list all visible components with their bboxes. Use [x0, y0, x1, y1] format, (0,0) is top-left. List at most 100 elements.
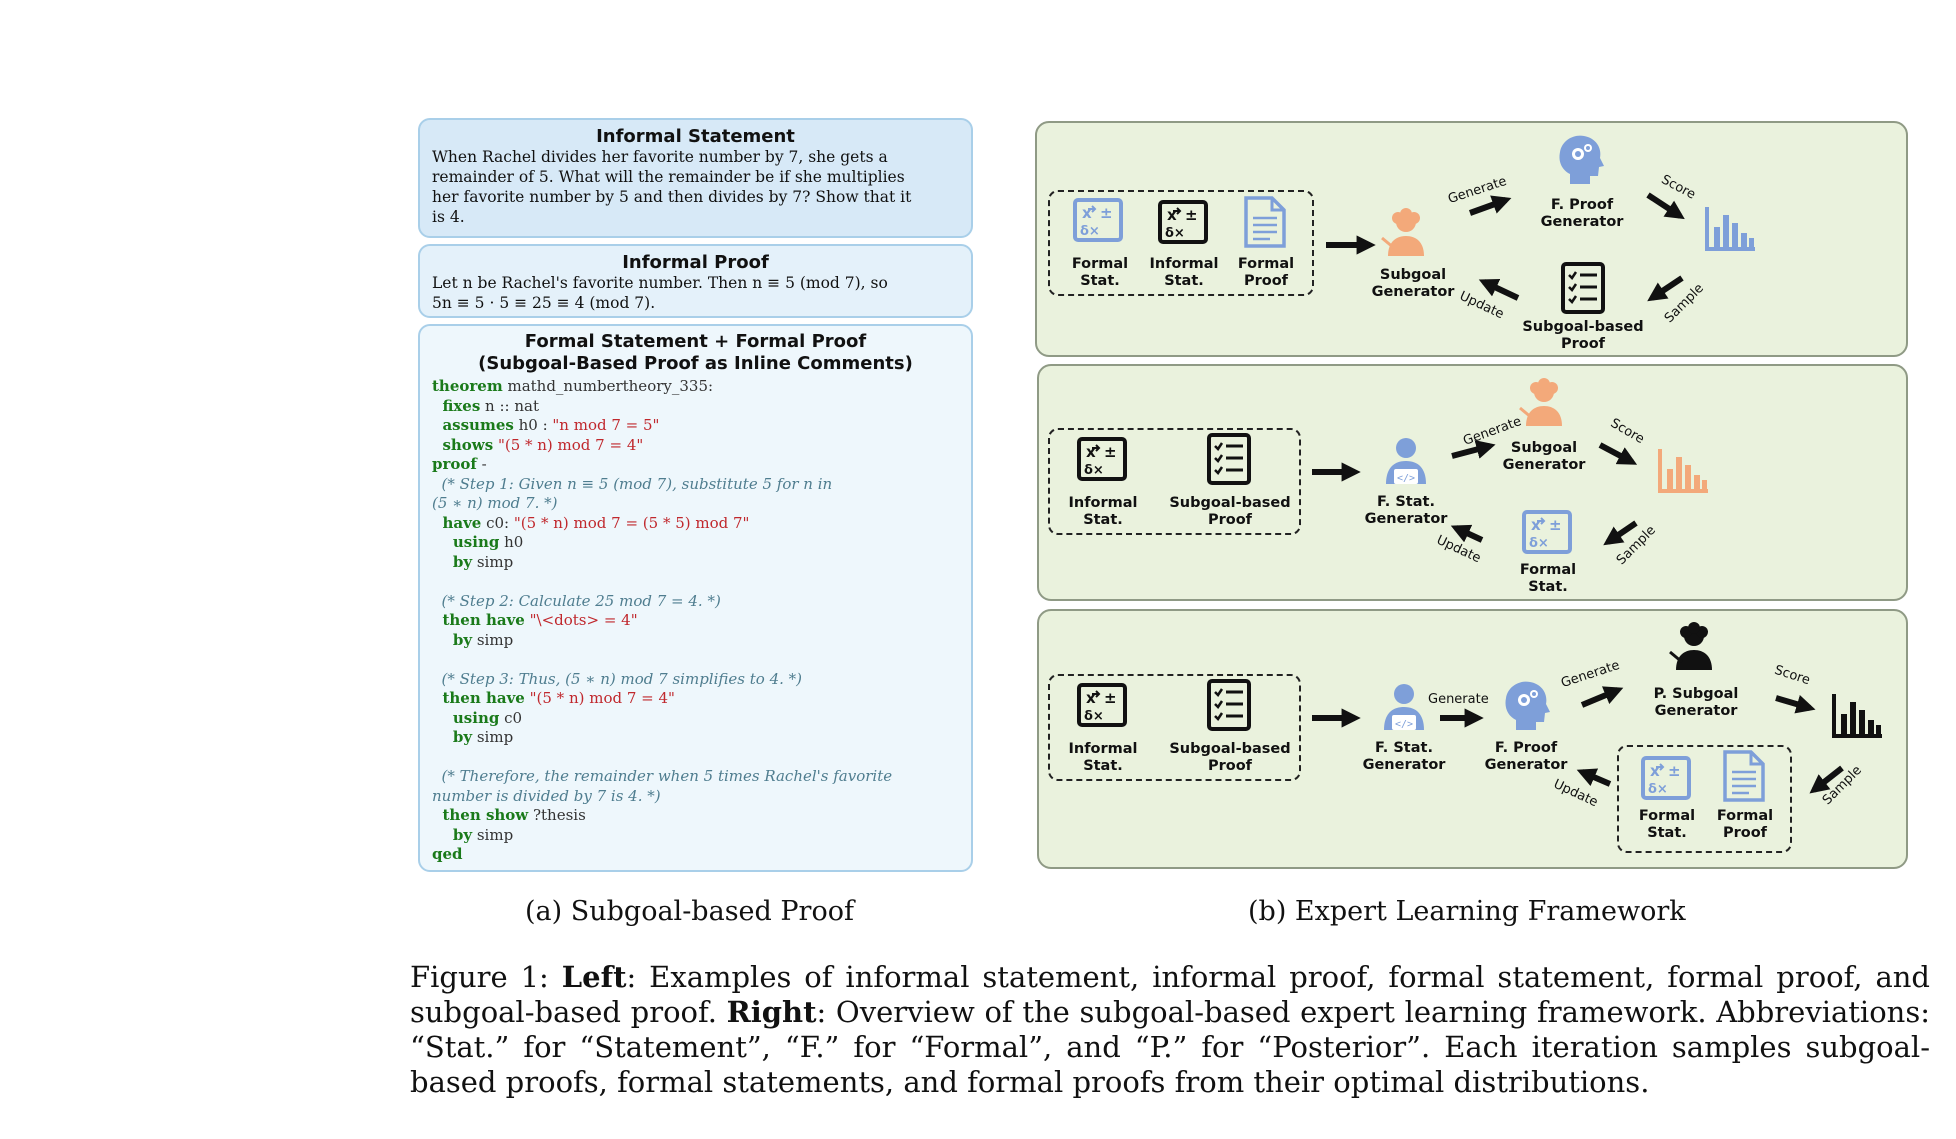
generate-label: Generate — [1428, 692, 1489, 707]
informal-statement-title: Informal Statement — [596, 126, 795, 147]
code-keyword: by — [432, 728, 473, 746]
subgoal-generator-label: Subgoal Generator — [1502, 440, 1586, 473]
informal-statement-line: her favorite number by 5 and then divide… — [432, 188, 912, 206]
code-line: (* Step 1: Given n ≡ 5 (mod 7), substitu… — [420, 475, 971, 495]
subcaption-a: (a) Subgoal-based Proof — [525, 896, 854, 927]
code-line: then have "(5 * n) mod 7 = 4" — [420, 689, 971, 709]
arrow — [1451, 440, 1496, 459]
code-line: then show ?thesis — [420, 806, 971, 826]
code-text: mathd_numbertheory_335: — [502, 377, 714, 395]
code-line: theorem mathd_numbertheory_335: — [420, 377, 971, 397]
arrow — [1450, 524, 1484, 543]
figure-left-text: : Examples of informal statement, inform… — [410, 960, 1930, 1029]
code-text: h0 — [499, 533, 524, 551]
code-line: by simp — [420, 826, 971, 846]
figure-label: Figure 1: — [410, 960, 562, 994]
code-keyword: by — [432, 630, 473, 649]
code-keyword: shows — [432, 435, 494, 454]
code-comment: (* Step 1: Given n ≡ 5 (mod 7), substitu… — [432, 474, 833, 493]
code-keyword: by — [432, 552, 473, 571]
code-keyword: fixes — [432, 396, 481, 415]
code-keyword: by — [432, 825, 473, 844]
code-line: using h0 — [420, 533, 971, 553]
figure-caption: Figure 1: Left: Examples of informal sta… — [410, 960, 1930, 1100]
inputs-group-3 — [1048, 674, 1301, 781]
formal-stat-label: Formal Stat. — [1638, 808, 1696, 841]
inputs-group-1 — [1048, 190, 1314, 296]
code-comment: (5 ∗ n) mod 7. *) — [432, 494, 558, 512]
informal-stat-label: Informal Stat. — [1068, 495, 1138, 528]
formal-stat-label: Formal Stat. — [1071, 256, 1129, 289]
code-line: fixes n :: nat — [420, 397, 971, 417]
outputs-group-3 — [1617, 745, 1792, 853]
code-text: simp — [472, 825, 514, 844]
inputs-group-2 — [1048, 428, 1301, 535]
arrow — [1647, 275, 1684, 302]
code-text: c0 — [499, 708, 523, 727]
fproof-generator-label: F. Proof Generator — [1484, 740, 1568, 773]
code-line: number is divided by 7 is 4. *) — [420, 787, 971, 807]
informal-proof-box: Informal Proof Let n be Rachel's favorit… — [418, 244, 973, 318]
code-string: "\<dots> = 4" — [524, 611, 638, 629]
code-line: using c0 — [420, 709, 971, 729]
informal-proof-title: Informal Proof — [622, 252, 769, 273]
code-line: (* Step 3: Thus, (5 ∗ n) mod 7 simplifie… — [420, 670, 971, 690]
code-string: "(5 * n) mod 7 = 4" — [493, 435, 644, 454]
code-comment: number is divided by 7 is 4. *) — [432, 786, 661, 805]
fstat-generator-label: F. Stat. Generator — [1364, 494, 1448, 527]
code-keyword: using — [432, 708, 500, 727]
informal-statement-line: is 4. — [432, 208, 465, 226]
code-line: proof - — [420, 455, 971, 475]
code-text: simp — [472, 728, 514, 746]
informal-statement-line: remainder of 5. What will the remainder … — [432, 168, 905, 186]
code-keyword: then have — [432, 689, 525, 707]
code-line: by simp — [420, 553, 971, 573]
subgoal-proof-label: Subgoal-based Proof — [1169, 741, 1291, 774]
informal-statement-box: Informal Statement When Rachel divides h… — [418, 118, 973, 238]
code-text: c0: — [481, 513, 514, 532]
psubgoal-generator-label: P. Subgoal Generator — [1653, 686, 1739, 719]
arrow — [1603, 520, 1638, 546]
arrow — [1809, 765, 1844, 794]
figure-right-bold: Right — [726, 995, 817, 1029]
code-text: ?thesis — [528, 806, 586, 824]
code-keyword: proof — [432, 455, 477, 473]
code-block: theorem mathd_numbertheory_335: fixes n … — [420, 377, 971, 865]
code-line: by simp — [420, 728, 971, 748]
code-text: h0 : — [513, 416, 553, 434]
informal-statement-line: When Rachel divides her favorite number … — [432, 148, 888, 166]
informal-stat-label: Informal Stat. — [1149, 256, 1219, 289]
figure-right-text: : Overview of the subgoal-based expert l… — [410, 995, 1930, 1099]
figure-left-bold: Left — [561, 960, 627, 994]
code-line: assumes h0 : "n mod 7 = 5" — [420, 416, 971, 436]
framework-panel-3 — [1037, 609, 1908, 869]
arrow — [1468, 195, 1512, 216]
informal-proof-line: Let n be Rachel's favorite number. Then … — [432, 274, 888, 292]
formal-proof-label: Formal Proof — [1237, 256, 1295, 289]
code-line: (* Therefore, the remainder when 5 times… — [420, 767, 971, 787]
code-keyword: theorem — [432, 377, 503, 395]
arrow — [1478, 279, 1520, 301]
code-line: then have "\<dots> = 4" — [420, 611, 971, 631]
subcaption-b: (b) Expert Learning Framework — [1248, 896, 1686, 927]
code-keyword: using — [432, 533, 500, 551]
subgoal-generator-label: Subgoal Generator — [1371, 267, 1455, 300]
formal-box-title: Formal Statement + Formal Proof — [524, 331, 867, 352]
code-line: (5 ∗ n) mod 7. *) — [420, 494, 971, 514]
code-string: "n mod 7 = 5" — [552, 416, 660, 434]
code-comment: (* Therefore, the remainder when 5 times… — [432, 767, 893, 785]
code-line: qed — [420, 845, 971, 865]
arrow — [1580, 686, 1624, 708]
code-string: "(5 * n) mod 7 = 4" — [524, 689, 675, 707]
code-keyword: then show — [432, 806, 529, 824]
arrow — [1646, 192, 1685, 220]
arrow — [1598, 442, 1638, 465]
arrow — [1576, 768, 1612, 787]
arrow — [1775, 694, 1816, 714]
informal-proof-line: 5n ≡ 5 · 5 ≡ 25 ≡ 4 (mod 7). — [432, 294, 656, 312]
code-line: shows "(5 * n) mod 7 = 4" — [420, 436, 971, 456]
code-comment: (* Step 2: Calculate 25 mod 7 = 4. *) — [432, 591, 721, 610]
code-line: have c0: "(5 * n) mod 7 = (5 * 5) mod 7" — [420, 514, 971, 534]
code-comment: (* Step 3: Thus, (5 ∗ n) mod 7 simplifie… — [432, 669, 802, 688]
